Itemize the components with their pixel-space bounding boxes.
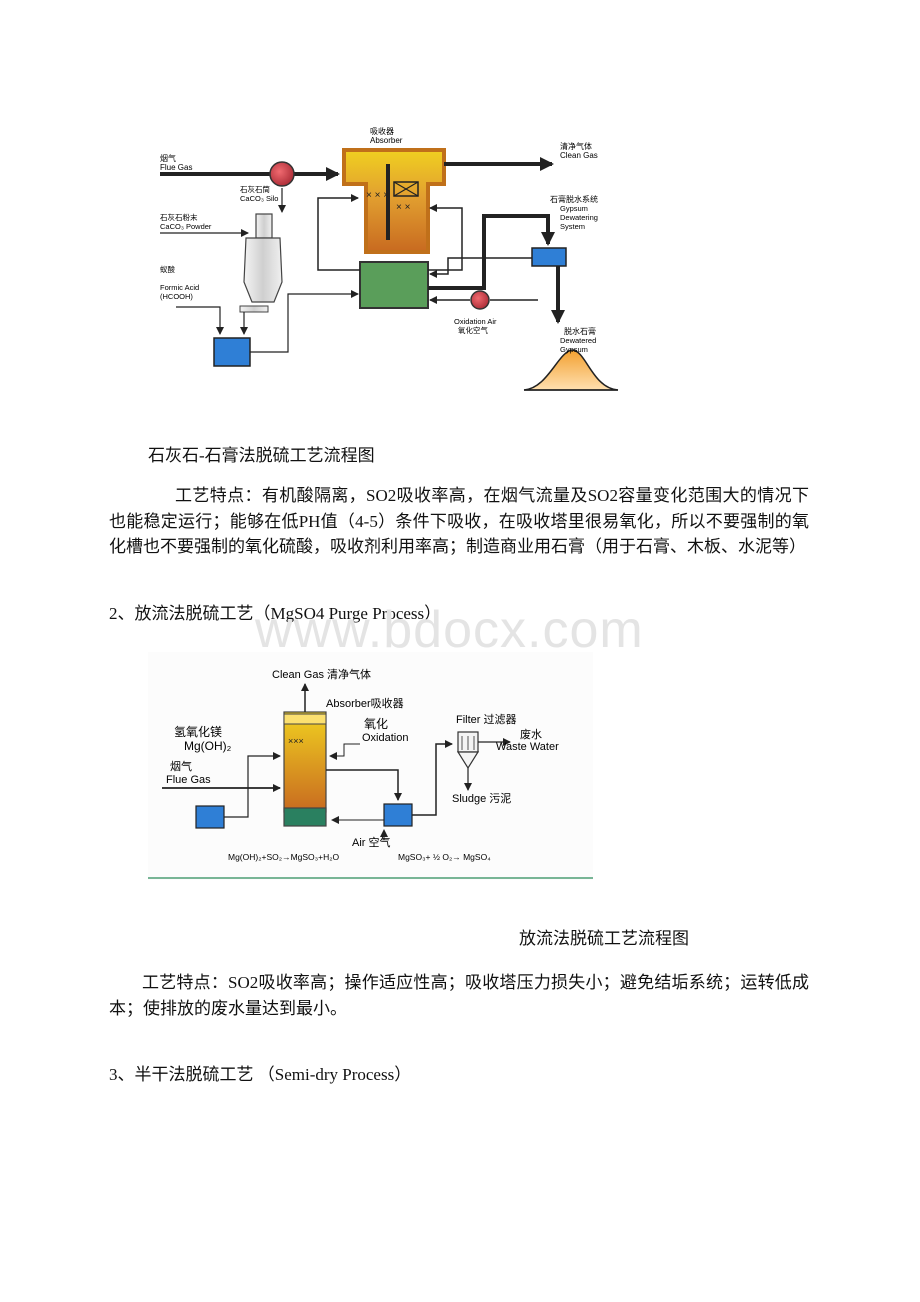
gypsum-label-en2: Dewatering — [560, 213, 598, 222]
clean-gas-label: Clean Gas 清净气体 — [272, 667, 371, 681]
flue-label-cn: 烟气 — [170, 759, 192, 773]
air-label: Air 空气 — [352, 835, 391, 849]
absorber-tower — [283, 711, 327, 813]
absorber-vessel — [342, 148, 446, 254]
absorber-label-cn: 吸收器 — [370, 126, 394, 136]
silo-label-cn: 石灰石筒 — [240, 184, 270, 194]
formic-label-en2: (HCOOH) — [160, 292, 193, 301]
absorber-label: Absorber吸收器 — [326, 696, 404, 710]
oxidation-air-label-en: Oxidation Air — [454, 317, 497, 326]
gypsum-label-en3: System — [560, 222, 585, 231]
formic-label-cn: 蚁酸 — [160, 264, 175, 274]
powder-label-en: CaCO₃ Powder — [160, 222, 212, 231]
gypsum-pile — [523, 349, 619, 391]
oxidation-label-cn: 氧化 — [364, 717, 388, 731]
oxidation-tank — [383, 803, 413, 827]
gypsum-label-en1: Gypsum — [560, 204, 588, 213]
limestone-gypsum-flow-diagram: 烟气 Flue Gas × × × × × 吸收器 Absorber 清净气体 … — [160, 126, 619, 391]
feed-tank — [213, 337, 251, 367]
caption-1: 石灰石-石膏法脱硫工艺流程图 — [148, 446, 375, 465]
fan-icon — [269, 161, 295, 187]
svg-text:×××: ××× — [288, 736, 304, 746]
paragraph-1: 工艺特点：有机酸隔离，SO2吸收率高，在烟气流量及SO2容量变化范围大的情况下也… — [109, 486, 809, 556]
equation-1: Mg(OH)₂+SO₂→MgSO₃+H₂O — [228, 852, 340, 862]
limestone-silo — [243, 237, 283, 303]
clean-gas-label-cn: 清净气体 — [560, 141, 592, 151]
flue-gas-label-cn: 烟气 — [160, 153, 176, 163]
dewatered-gypsum-label-en1: Dewatered — [560, 336, 596, 345]
flue-label-en: Flue Gas — [166, 774, 211, 786]
caption-2: 放流法脱硫工艺流程图 — [519, 929, 689, 948]
watermark: www.bdocx.com — [255, 601, 644, 659]
gypsum-label-cn: 石膏脱水系统 — [550, 194, 598, 204]
absorber-label-en: Absorber — [370, 136, 403, 145]
gypsum-dewatering-box — [531, 247, 567, 267]
dewatered-gypsum-label-cn: 脱水石膏 — [564, 326, 596, 336]
mgoh-tank — [195, 805, 225, 829]
heading-2: 2、放流法脱硫工艺（MgSO4 Purge Process） — [109, 604, 442, 623]
heading-3: 3、半干法脱硫工艺 （Semi-dry Process） — [109, 1065, 412, 1084]
formic-label-en1: Formic Acid — [160, 283, 199, 292]
filter-label: Filter 过滤器 — [456, 713, 517, 726]
paragraph-2: 工艺特点：SO2吸收率高；操作适应性高；吸收塔压力损失小；避免结垢系统；运转低成… — [109, 973, 809, 1018]
oxidation-tank — [359, 261, 429, 309]
oxidation-label-en: Oxidation — [362, 732, 408, 744]
flue-gas-label-en: Flue Gas — [160, 163, 192, 172]
silo-label-en: CaCO₃ Silo — [240, 194, 278, 203]
sludge-label: Sludge 污泥 — [452, 792, 511, 805]
dewatered-gypsum-label-en2: Gypsum — [560, 345, 588, 354]
waste-water-label-cn: 废水 — [520, 727, 542, 741]
clean-gas-label-en: Clean Gas — [560, 151, 598, 160]
oxidation-air-label-cn: 氧化空气 — [458, 325, 488, 335]
equation-2: MgSO₃+ ½ O₂→ MgSO₄ — [398, 852, 491, 862]
mgoh-label-en: Mg(OH)₂ — [184, 739, 232, 753]
waste-water-label-en: Waste Water — [496, 741, 559, 753]
svg-text:× × ×: × × × — [366, 190, 389, 201]
mgoh-label-cn: 氢氧化镁 — [174, 724, 222, 739]
oxidation-fan-icon — [470, 290, 490, 310]
mgso4-purge-flow-diagram: ××× Clean Gas 清净气体 Absorber吸收器 氢氧化镁 Mg(O… — [148, 652, 593, 880]
powder-label-cn: 石灰石粉末 — [160, 212, 198, 222]
svg-text:× ×: × × — [396, 202, 411, 213]
